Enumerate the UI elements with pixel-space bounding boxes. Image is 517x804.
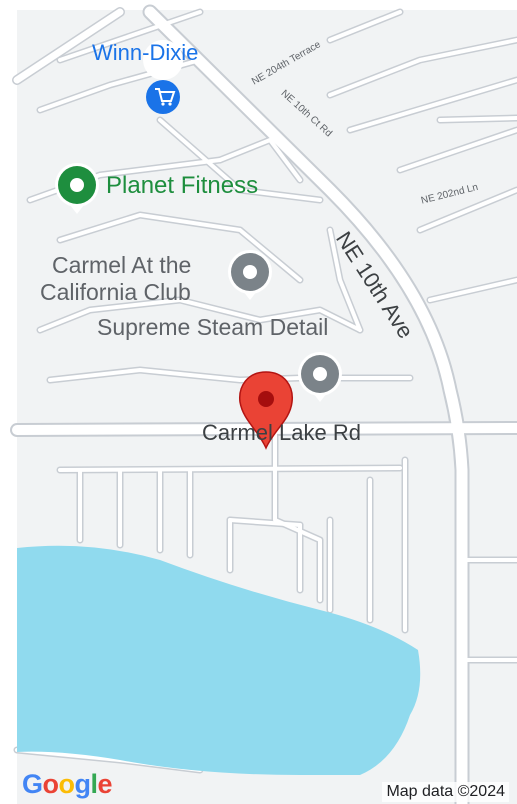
planet-fitness-marker — [55, 163, 99, 214]
carmel-club-label-line1[interactable]: Carmel At the — [52, 252, 192, 278]
winn-dixie-marker — [143, 40, 184, 114]
map-attribution[interactable]: Map data ©2024 — [382, 782, 509, 802]
winn-dixie-label[interactable]: Winn-Dixie — [92, 40, 199, 65]
road-ne-10th-ave — [144, 6, 468, 804]
supreme-steam-label[interactable]: Supreme Steam Detail — [97, 314, 329, 340]
supreme-steam-marker — [298, 352, 342, 402]
road-top-left — [13, 8, 124, 84]
carmel-club-label-line2[interactable]: California Club — [40, 279, 191, 305]
lake — [17, 545, 421, 775]
page-margin-top — [0, 0, 517, 10]
planet-fitness-label[interactable]: Planet Fitness — [106, 172, 259, 199]
location-pin-icon — [239, 371, 293, 450]
carmel-club-marker — [228, 250, 272, 300]
road-label-carmel-lake-rd: Carmel Lake Rd — [202, 420, 361, 445]
page-margin-left — [0, 0, 17, 804]
google-logo: Google — [22, 769, 113, 799]
